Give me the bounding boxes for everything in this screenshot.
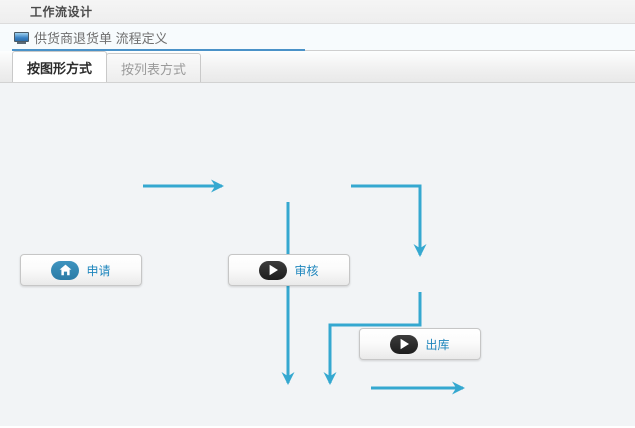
node-label: 申请 bbox=[86, 263, 111, 278]
document-title: 供货商退货单 流程定义 bbox=[34, 31, 168, 46]
workflow-node-review[interactable]: 审核 bbox=[228, 254, 350, 286]
connector-layer bbox=[143, 179, 465, 395]
title-bar: 工作流设计 bbox=[0, 0, 635, 24]
page-title: 工作流设计 bbox=[30, 5, 93, 19]
tab-label: 按图形方式 bbox=[27, 60, 93, 76]
workflow-canvas[interactable]: 申请 审核 出库 稽核 bbox=[0, 83, 635, 426]
play-icon bbox=[390, 334, 419, 354]
node-label: 出库 bbox=[425, 337, 450, 352]
play-icon bbox=[259, 260, 288, 280]
home-icon bbox=[51, 260, 80, 280]
connector-outbound-to-audit bbox=[323, 292, 422, 385]
tab-list-view[interactable]: 按列表方式 bbox=[106, 53, 202, 82]
monitor-icon bbox=[14, 31, 29, 44]
tab-label: 按列表方式 bbox=[121, 61, 187, 77]
header-accent-bar bbox=[12, 49, 305, 51]
header-divider bbox=[12, 50, 635, 51]
tab-bar: 按图形方式 按列表方式 bbox=[0, 51, 635, 83]
breadcrumb: 供货商退货单 流程定义 bbox=[0, 24, 635, 51]
workflow-node-apply[interactable]: 申请 bbox=[20, 254, 142, 286]
workflow-node-outbound[interactable]: 出库 bbox=[359, 328, 481, 360]
node-label: 审核 bbox=[294, 263, 319, 278]
tab-graphical-view[interactable]: 按图形方式 bbox=[12, 51, 108, 82]
connector-review-to-outbound bbox=[351, 184, 427, 257]
